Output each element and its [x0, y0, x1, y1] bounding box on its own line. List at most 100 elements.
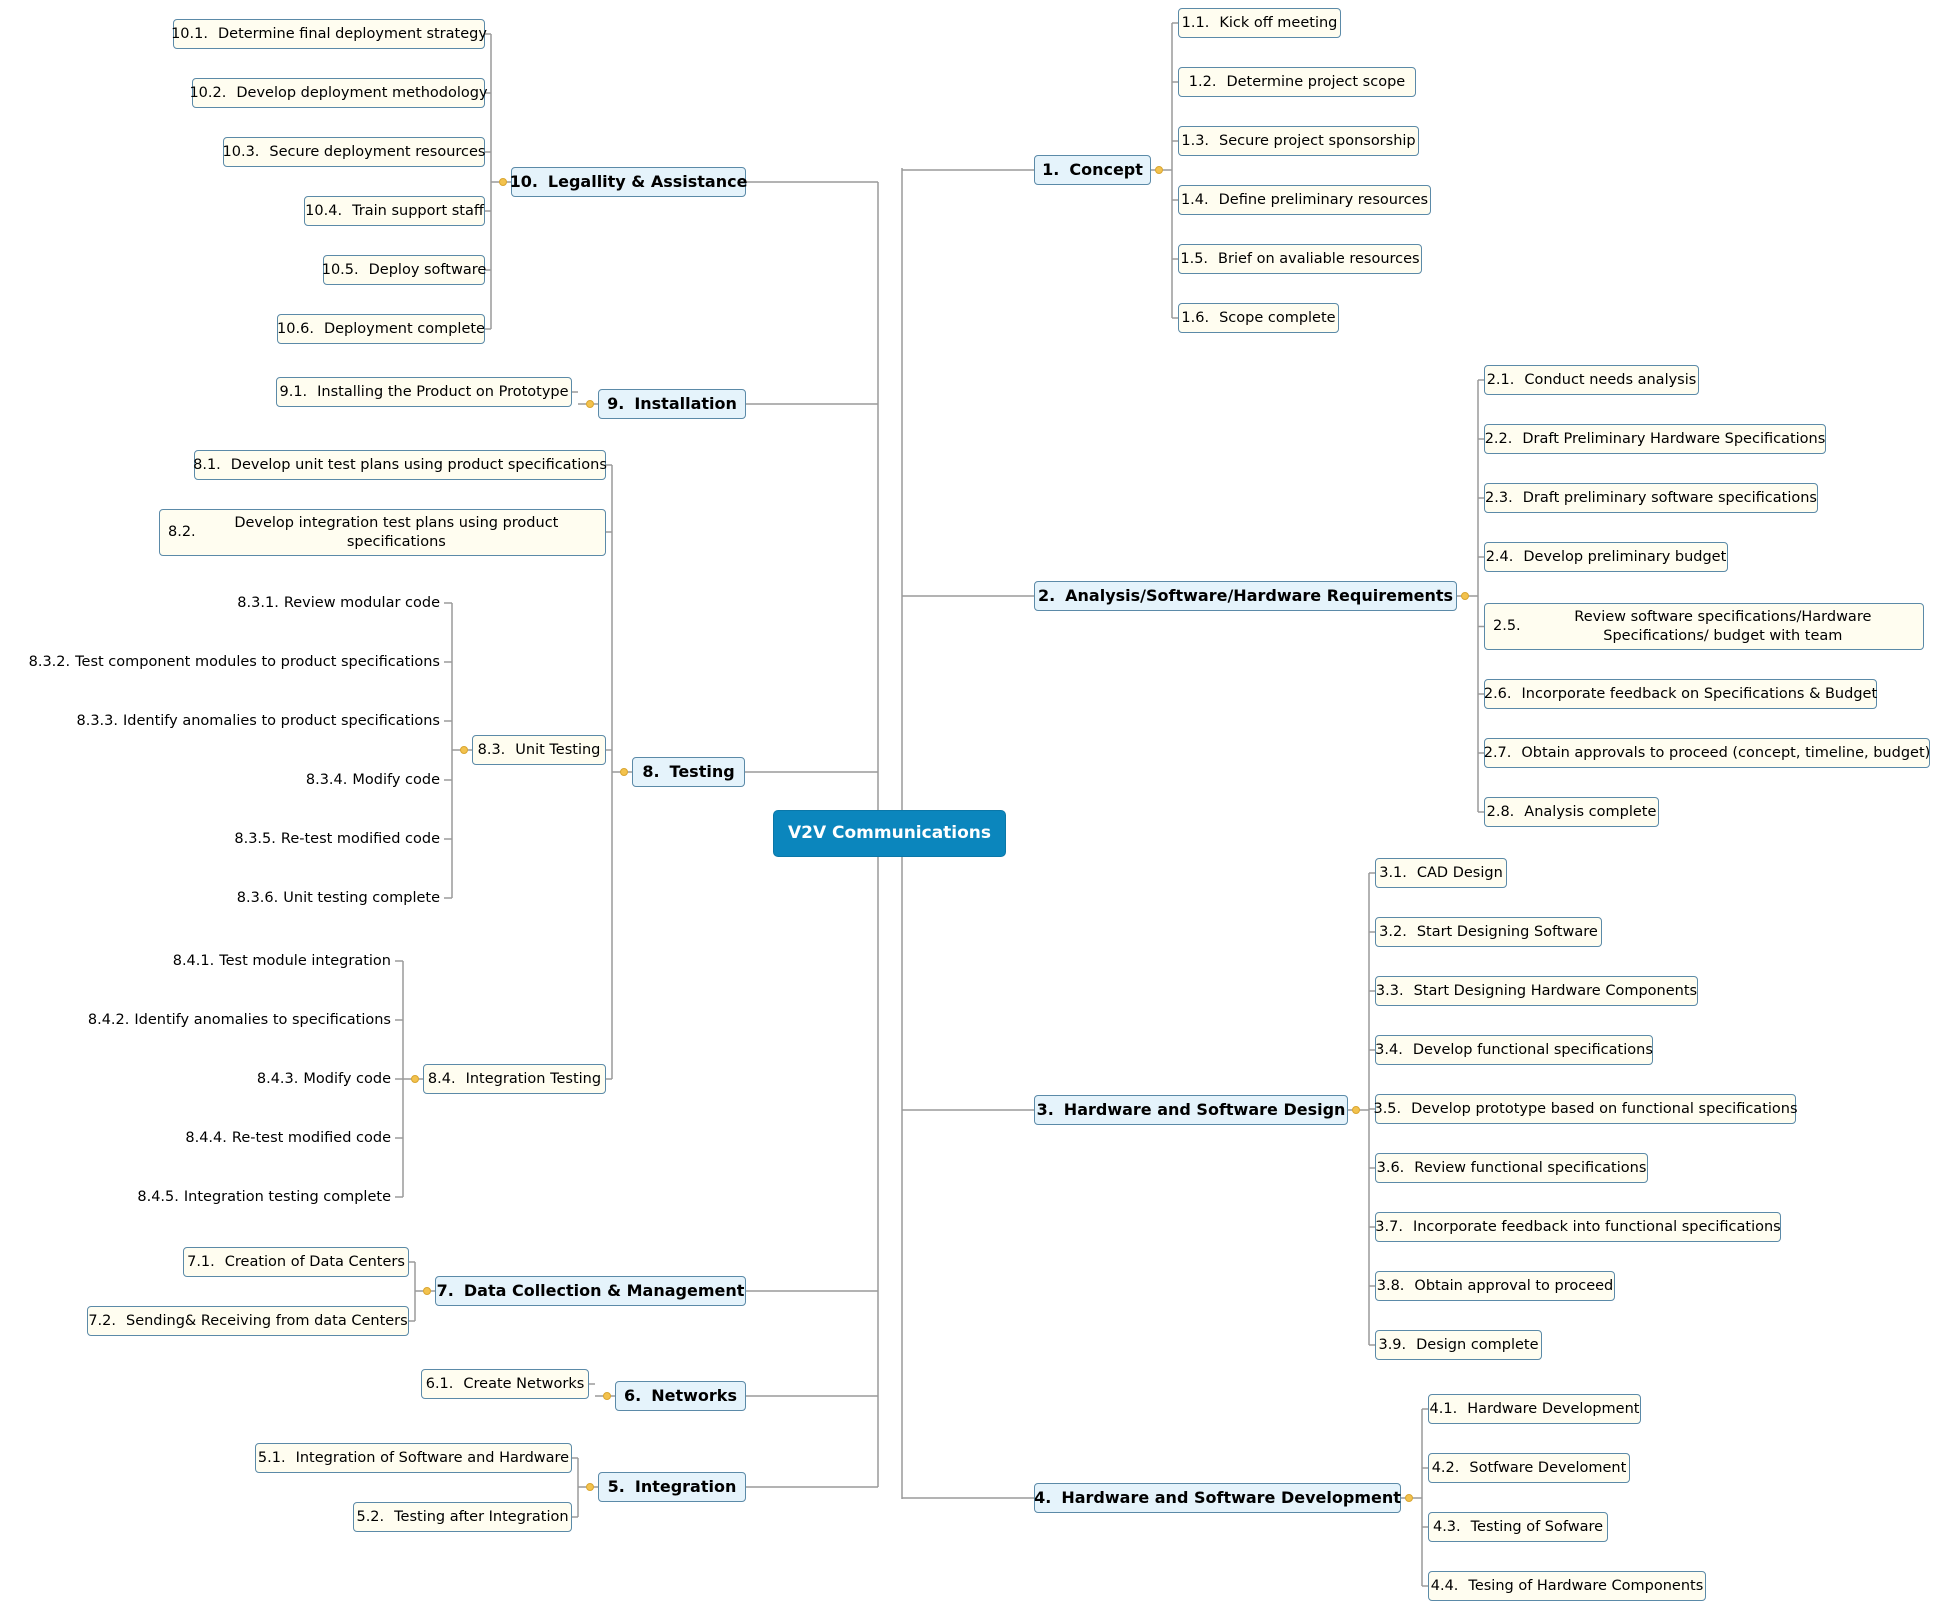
root-topic-node[interactable]: V2V Communications	[773, 810, 1006, 857]
branch-4-toggle-icon[interactable]	[1405, 1494, 1413, 1502]
subtask-10-6[interactable]: 10.6.Deployment complete	[277, 314, 485, 344]
node-number: 2.7.	[1483, 744, 1512, 761]
node-number: 2.2.	[1484, 430, 1513, 447]
branch-1-toggle-icon[interactable]	[1155, 166, 1163, 174]
subtask-1-1[interactable]: 1.1.Kick off meeting	[1178, 8, 1341, 38]
subtask-8-3-2[interactable]: 8.3.2.Test component modules to product …	[10, 651, 440, 673]
subtask-8-3-6[interactable]: 8.3.6.Unit testing complete	[10, 887, 440, 909]
node-label: Modify code	[352, 771, 440, 788]
subtask-3-1[interactable]: 3.1.CAD Design	[1375, 858, 1507, 888]
node-number: 8.3.5.	[234, 830, 276, 847]
branch-9[interactable]: 9.Installation	[598, 389, 746, 419]
subtask-8-3-3[interactable]: 8.3.3.Identify anomalies to product spec…	[10, 710, 440, 732]
branch-7[interactable]: 7. Data Collection & Management	[435, 1276, 746, 1306]
branch-8[interactable]: 8.Testing	[632, 757, 745, 787]
branch-10-toggle-icon[interactable]	[499, 178, 507, 186]
node-label: Define preliminary resources	[1218, 191, 1429, 208]
node-label: Develop unit test plans using product sp…	[230, 456, 607, 473]
subtask-7-1[interactable]: 7.1.Creation of Data Centers	[183, 1247, 409, 1277]
subtask-2-7[interactable]: 2.7.Obtain approvals to proceed (concept…	[1484, 738, 1930, 768]
subtask-8-4-1[interactable]: 8.4.1.Test module integration	[10, 950, 391, 972]
node-label: Brief on avaliable resources	[1218, 250, 1420, 267]
subtask-8-3[interactable]: 8.3.Unit Testing	[472, 735, 606, 765]
subtask-2-6[interactable]: 2.6.Incorporate feedback on Specificatio…	[1484, 679, 1877, 709]
subtask-8-4-3[interactable]: 8.4.3.Modify code	[10, 1068, 391, 1090]
subtask-2-1[interactable]: 2.1.Conduct needs analysis	[1484, 365, 1699, 395]
branch-6-toggle-icon[interactable]	[603, 1392, 611, 1400]
subtask-1-6[interactable]: 1.6.Scope complete	[1178, 303, 1339, 333]
subtask-2-8[interactable]: 2.8.Analysis complete	[1484, 797, 1659, 827]
subtask-3-4[interactable]: 3.4.Develop functional specifications	[1375, 1035, 1653, 1065]
subtask-8-4[interactable]: 8.4.Integration Testing	[423, 1064, 606, 1094]
node-number: 1.2.	[1188, 73, 1217, 90]
subtask-1-3[interactable]: 1.3.Secure project sponsorship	[1178, 126, 1419, 156]
subtask-8-4-5[interactable]: 8.4.5.Integration testing complete	[10, 1186, 391, 1208]
branch-3-toggle-icon[interactable]	[1352, 1106, 1360, 1114]
subtask-1-5[interactable]: 1.5.Brief on avaliable resources	[1178, 244, 1422, 274]
subtask-8-3-1[interactable]: 8.3.1.Review modular code	[10, 592, 440, 614]
subtask-8-3-4[interactable]: 8.3.4.Modify code	[10, 769, 440, 791]
subtask-1-2[interactable]: 1.2.Determine project scope	[1178, 67, 1416, 97]
node-label: Incorporate feedback on Specifications &…	[1521, 685, 1878, 702]
subtask-8-2[interactable]: 8.2.Develop integration test plans using…	[159, 509, 606, 556]
node-number: 10.5.	[321, 261, 359, 278]
branch-5[interactable]: 5.Integration	[598, 1472, 746, 1502]
branch-2[interactable]: 2.Analysis/Software/Hardware Requirement…	[1034, 581, 1457, 611]
node-number: 3.3.	[1375, 982, 1404, 999]
node-label: Re-test modified code	[231, 1129, 391, 1146]
subtask-2-5[interactable]: 2.5.Review software specifications/Hardw…	[1484, 603, 1924, 650]
subtask-10-2[interactable]: 10.2.Develop deployment methodology	[189, 78, 488, 108]
subtask-8-4-2[interactable]: 8.4.2.Identify anomalies to specificatio…	[10, 1009, 391, 1031]
subtask-8-3-5[interactable]: 8.3.5.Re-test modified code	[10, 828, 440, 850]
subtask-8-4-4[interactable]: 8.4.4.Re-test modified code	[10, 1127, 391, 1149]
node-label: Analysis complete	[1524, 803, 1657, 820]
subtask-8-1[interactable]: 8.1.Develop unit test plans using produc…	[193, 450, 607, 480]
subtask-8-4-toggle-icon[interactable]	[411, 1075, 419, 1083]
node-label: Data Collection & Management	[463, 1281, 745, 1300]
branch-6[interactable]: 6.Networks	[615, 1381, 746, 1411]
subtask-3-2[interactable]: 3.2.Start Designing Software	[1375, 917, 1602, 947]
subtask-9-1[interactable]: 9.1.Installing the Product on Prototype	[276, 377, 572, 407]
subtask-3-5[interactable]: 3.5.Develop prototype based on functiona…	[1373, 1094, 1798, 1124]
subtask-10-3[interactable]: 10.3.Secure deployment resources	[223, 137, 486, 167]
node-number: 3.	[1036, 1100, 1054, 1119]
subtask-2-2[interactable]: 2.2.Draft Preliminary Hardware Specifica…	[1484, 424, 1826, 454]
node-number: 8.3.2.	[28, 653, 71, 670]
branch-5-toggle-icon[interactable]	[586, 1483, 594, 1491]
branch-1[interactable]: 1.Concept	[1034, 155, 1151, 185]
subtask-4-1[interactable]: 4.1.Hardware Development	[1428, 1394, 1641, 1424]
branch-8-toggle-icon[interactable]	[620, 768, 628, 776]
subtask-3-3[interactable]: 3.3.Start Designing Hardware Components	[1375, 976, 1698, 1006]
branch-7-toggle-icon[interactable]	[423, 1287, 431, 1295]
branch-3[interactable]: 3.Hardware and Software Design	[1034, 1095, 1348, 1125]
subtask-10-5[interactable]: 10.5.Deploy software	[321, 255, 486, 285]
subtask-4-3[interactable]: 4.3.Testing of Sofware	[1428, 1512, 1608, 1542]
node-number: 7.	[436, 1281, 454, 1300]
node-number: 2.3.	[1485, 489, 1513, 506]
subtask-10-4[interactable]: 10.4.Train support staff	[304, 196, 485, 226]
subtask-2-3[interactable]: 2.3.Draft preliminary software specifica…	[1484, 483, 1818, 513]
branch-2-toggle-icon[interactable]	[1461, 592, 1469, 600]
subtask-6-1[interactable]: 6.1.Create Networks	[421, 1369, 589, 1399]
branch-9-toggle-icon[interactable]	[586, 400, 594, 408]
subtask-5-2[interactable]: 5.2.Testing after Integration	[353, 1502, 572, 1532]
subtask-3-6[interactable]: 3.6.Review functional specifications	[1375, 1153, 1648, 1183]
subtask-3-9[interactable]: 3.9.Design complete	[1375, 1330, 1542, 1360]
node-number: 8.4.3.	[256, 1070, 299, 1087]
subtask-2-4[interactable]: 2.4.Develop preliminary budget	[1484, 542, 1728, 572]
node-label: Review modular code	[283, 594, 440, 611]
branch-10[interactable]: 10.Legallity & Assistance	[510, 167, 747, 197]
subtask-8-3-toggle-icon[interactable]	[460, 746, 468, 754]
node-number: 8.3.3.	[76, 712, 118, 729]
subtask-10-1[interactable]: 10.1.Determine final deployment strategy	[171, 19, 487, 49]
subtask-7-2[interactable]: 7.2.Sending& Receiving from data Centers	[87, 1306, 409, 1336]
subtask-3-7[interactable]: 3.7.Incorporate feedback into functional…	[1375, 1212, 1781, 1242]
branch-4[interactable]: 4.Hardware and Software Development	[1034, 1483, 1401, 1513]
subtask-3-8[interactable]: 3.8.Obtain approval to proceed	[1375, 1271, 1615, 1301]
subtask-5-1[interactable]: 5.1.Integration of Software and Hardware	[255, 1443, 572, 1473]
subtask-4-4[interactable]: 4.4.Tesing of Hardware Components	[1428, 1571, 1706, 1601]
node-number: 8.3.1.	[237, 594, 279, 611]
subtask-1-4[interactable]: 1.4.Define preliminary resources	[1178, 185, 1431, 215]
node-number: 8.4.1.	[172, 952, 215, 969]
subtask-4-2[interactable]: 4.2.Sotfware Develoment	[1428, 1453, 1630, 1483]
